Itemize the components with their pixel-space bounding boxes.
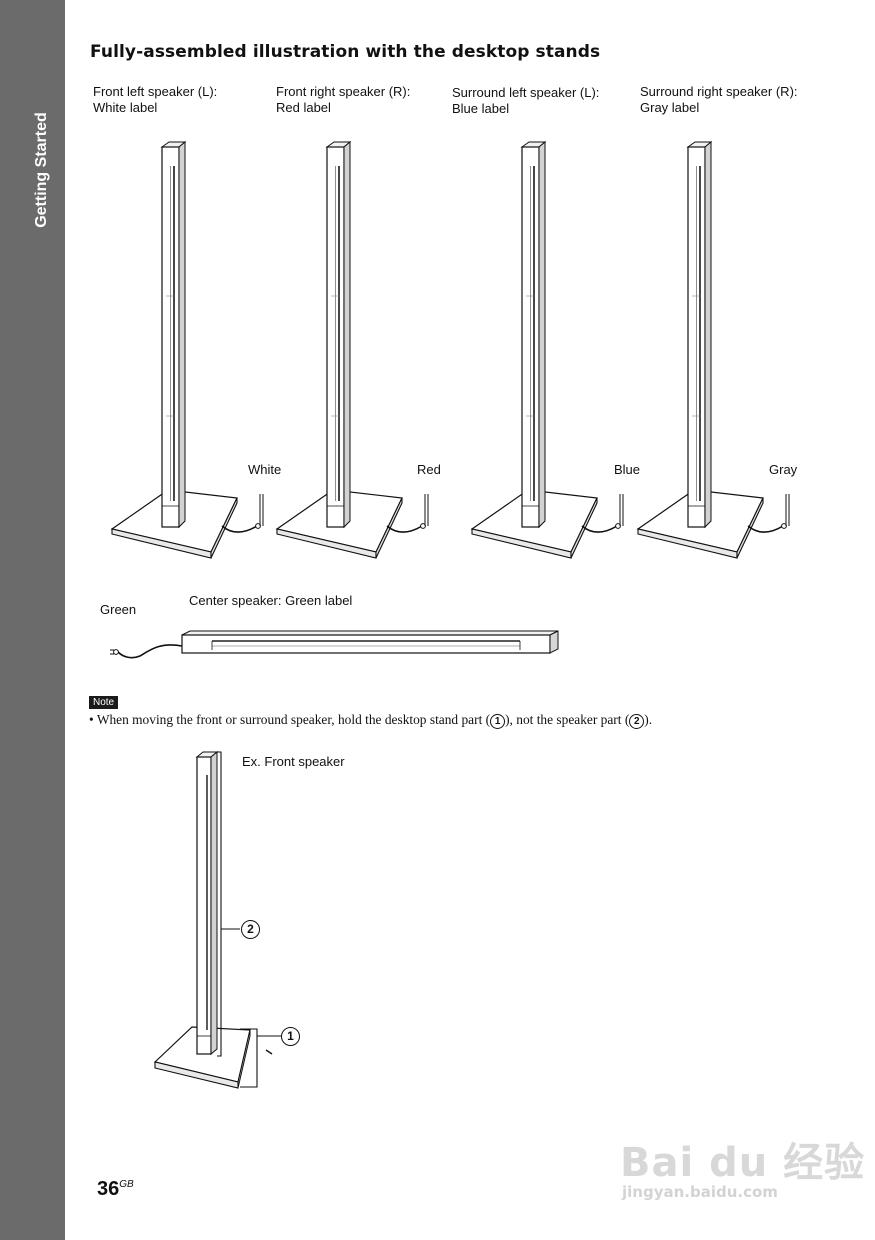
speaker-label-surround-right: Surround right speaker (R):Gray label — [640, 84, 798, 115]
marker-stand-part: 1 — [490, 714, 506, 729]
connector-label-red: Red — [417, 462, 441, 477]
watermark-url: jingyan.baidu.com — [622, 1183, 778, 1201]
surround-right-speaker — [637, 141, 790, 559]
center-speaker-label: Center speaker: Green label — [189, 593, 353, 608]
watermark-logo: Bai du 经验 — [620, 1140, 866, 1186]
section-tab — [0, 0, 65, 1240]
front-right-speaker — [276, 141, 429, 559]
surround-left-speaker — [471, 141, 624, 559]
example-front-speaker — [153, 750, 281, 1089]
note-text: • When moving the front or surround spea… — [89, 712, 653, 729]
callout-speaker-part: 2 — [241, 920, 260, 939]
connector-label-gray: Gray — [769, 462, 798, 477]
connector-label-white: White — [248, 462, 282, 477]
speaker-label-front-right: Front right speaker (R):Red label — [276, 84, 411, 115]
connector-label-blue: Blue — [614, 462, 641, 477]
example-label: Ex. Front speaker — [242, 754, 345, 769]
speaker-label-surround-left: Surround left speaker (L):Blue label — [452, 85, 600, 116]
marker-speaker-part: 2 — [629, 714, 645, 729]
page-heading: Fully-assembled illustration with the de… — [90, 42, 601, 62]
speaker-label-front-left: Front left speaker (L):White label — [93, 84, 218, 115]
center-speaker — [110, 630, 559, 659]
note-badge: Note — [89, 696, 119, 709]
page-number: 36GB — [97, 1178, 134, 1200]
callout-stand-part: 1 — [281, 1027, 300, 1046]
connector-label-green: Green — [100, 602, 137, 617]
front-left-speaker — [111, 141, 264, 559]
